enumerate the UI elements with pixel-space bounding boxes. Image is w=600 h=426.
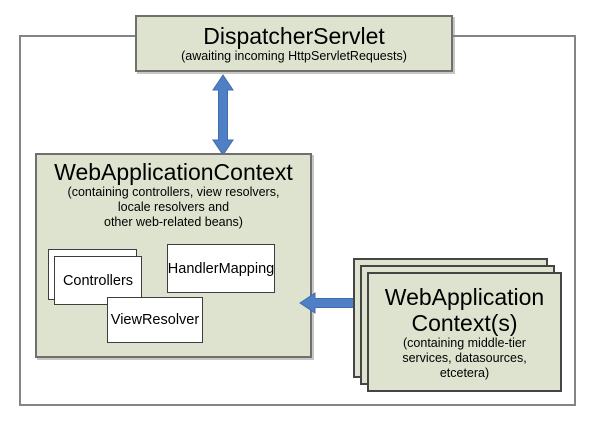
- web-application-contexts-subtitle-line3: etcetera): [439, 365, 490, 380]
- handler-mapping-box: HandlerMapping: [167, 244, 275, 293]
- web-application-context-subtitle-line3: other web-related beans): [104, 215, 243, 229]
- web-application-context-subtitle-line1: (containing controllers, view resolvers,: [67, 185, 280, 199]
- web-application-contexts-box: WebApplication Context(s) (containing mi…: [367, 272, 562, 392]
- view-resolver-box: ViewResolver: [107, 297, 203, 343]
- controllers-label: Controllers: [62, 272, 134, 289]
- web-application-contexts-title-line1: WebApplication: [384, 283, 545, 310]
- web-application-context-subtitle-line2: locale resolvers and: [117, 200, 230, 214]
- web-application-contexts-subtitle-line1: (containing middle-tier: [403, 335, 526, 350]
- web-application-contexts-title-line2: Context(s): [411, 309, 518, 336]
- view-resolver-label: ViewResolver: [110, 312, 200, 328]
- dispatcher-servlet-title: DispatcherServlet: [203, 23, 385, 49]
- dispatcher-servlet-box: DispatcherServlet (awaiting incoming Htt…: [135, 15, 453, 72]
- web-application-contexts-subtitle-line2: services, datasources,: [402, 350, 527, 365]
- web-application-context-title: WebApplicationContext: [54, 159, 293, 185]
- dispatcher-servlet-subtitle: (awaiting incoming HttpServletRequests): [181, 49, 407, 63]
- controllers-box: Controllers: [54, 256, 142, 305]
- vertical-double-arrow-icon: [212, 74, 234, 156]
- handler-mapping-label: HandlerMapping: [167, 260, 275, 277]
